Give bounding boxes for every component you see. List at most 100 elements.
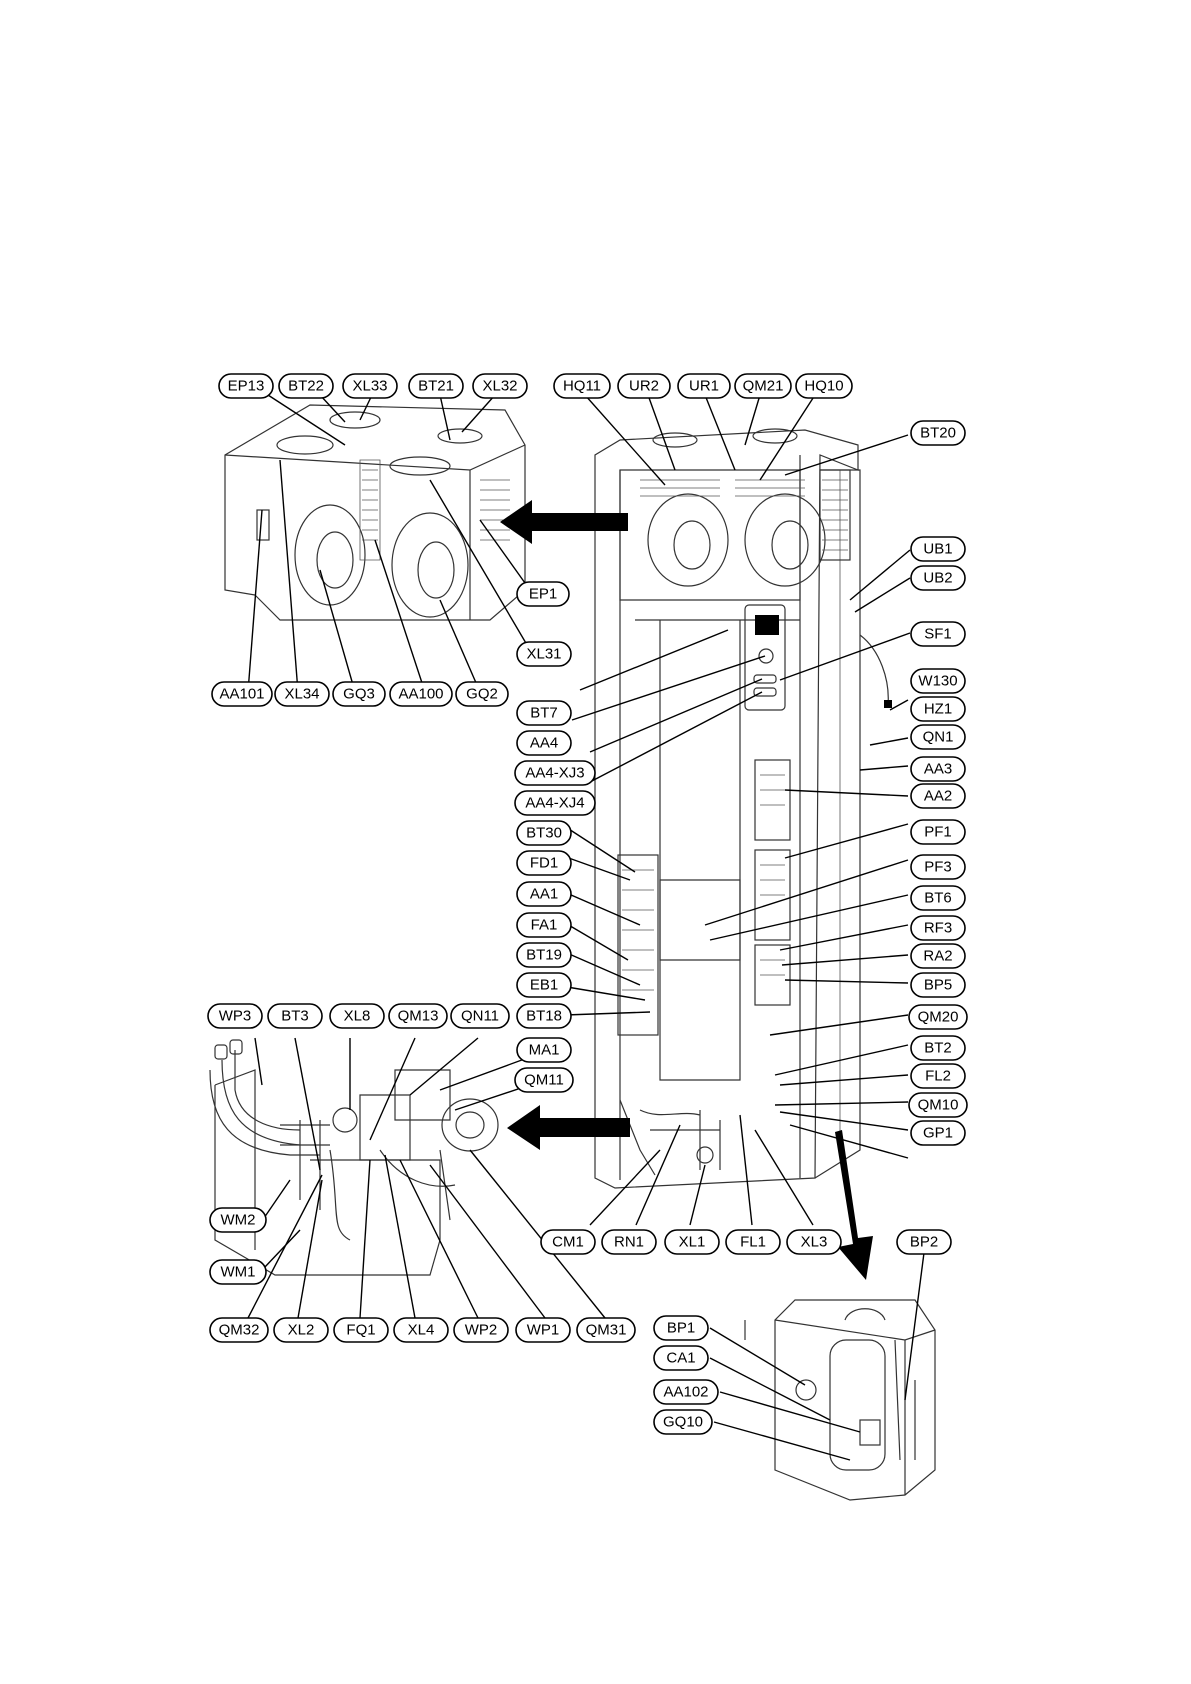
label-BT6: BT6 xyxy=(910,885,966,911)
label-FL1-text: FL1 xyxy=(740,1234,766,1251)
label-AA4-XJ3-text: AA4-XJ3 xyxy=(525,765,584,782)
label-CM1-text: CM1 xyxy=(552,1234,584,1251)
label-RA2-text: RA2 xyxy=(923,948,952,965)
label-CM1: CM1 xyxy=(540,1229,596,1255)
label-QN11-text: QN11 xyxy=(461,1008,499,1025)
label-AA101: AA101 xyxy=(211,681,273,707)
label-RA2: RA2 xyxy=(910,943,966,969)
label-SF1: SF1 xyxy=(910,621,966,647)
label-XL34-text: XL34 xyxy=(284,686,319,703)
label-XL4-text: XL4 xyxy=(408,1322,435,1339)
label-WP2-text: WP2 xyxy=(465,1322,498,1339)
label-UB1-text: UB1 xyxy=(923,541,952,558)
label-PF1-text: PF1 xyxy=(924,824,952,841)
label-EP13: EP13 xyxy=(218,373,274,399)
label-HQ11-text: HQ11 xyxy=(563,378,601,395)
label-XL4: XL4 xyxy=(393,1317,449,1343)
leader-lines xyxy=(247,394,926,1461)
label-QN1: QN1 xyxy=(910,724,966,750)
label-CA1-text: CA1 xyxy=(666,1350,695,1367)
label-QM31-text: QM31 xyxy=(586,1322,627,1339)
label-FQ1-text: FQ1 xyxy=(346,1322,375,1339)
label-UR2: UR2 xyxy=(617,373,671,399)
label-SF1-text: SF1 xyxy=(924,626,952,643)
label-QM32-text: QM32 xyxy=(219,1322,260,1339)
label-AA4-text: AA4 xyxy=(530,735,558,752)
label-QM11-text: QM11 xyxy=(524,1072,564,1089)
label-BT30-text: BT30 xyxy=(526,825,562,842)
label-FQ1: FQ1 xyxy=(333,1317,389,1343)
label-XL33: XL33 xyxy=(342,373,398,399)
label-GQ2: GQ2 xyxy=(455,681,509,707)
label-BT6-text: BT6 xyxy=(924,890,952,907)
label-XL8-text: XL8 xyxy=(344,1008,371,1025)
label-BT21: BT21 xyxy=(408,373,464,399)
label-BT19-text: BT19 xyxy=(526,947,562,964)
label-AA1-text: AA1 xyxy=(530,886,558,903)
label-QM32: QM32 xyxy=(209,1317,269,1343)
label-RN1: RN1 xyxy=(601,1229,657,1255)
label-XL34: XL34 xyxy=(274,681,330,707)
label-XL31-text: XL31 xyxy=(526,646,561,663)
label-BT22-text: BT22 xyxy=(288,378,324,395)
arrow-to-top-inset xyxy=(500,500,628,544)
label-HZ1-text: HZ1 xyxy=(924,701,952,718)
label-XL1-text: XL1 xyxy=(679,1234,706,1251)
label-BP1-text: BP1 xyxy=(667,1320,695,1337)
arrow-to-bottom-inset xyxy=(507,1105,630,1150)
label-AA4-XJ4: AA4-XJ4 xyxy=(514,790,596,816)
label-HQ10: HQ10 xyxy=(795,373,853,399)
label-QM13: QM13 xyxy=(388,1003,448,1029)
label-BT19: BT19 xyxy=(516,942,572,968)
label-EP1: EP1 xyxy=(516,581,570,607)
label-AA3: AA3 xyxy=(910,756,966,782)
label-GQ3-text: GQ3 xyxy=(343,686,375,703)
label-PF1: PF1 xyxy=(910,819,966,845)
label-BT3: BT3 xyxy=(267,1003,323,1029)
label-QM21-text: QM21 xyxy=(743,378,784,395)
label-FA1: FA1 xyxy=(516,912,572,938)
label-HZ1: HZ1 xyxy=(910,696,966,722)
label-FL2-text: FL2 xyxy=(925,1068,951,1085)
label-QN1-text: QN1 xyxy=(923,729,954,746)
label-BT18: BT18 xyxy=(516,1003,572,1029)
label-WP1: WP1 xyxy=(515,1317,571,1343)
label-GP1-text: GP1 xyxy=(923,1125,953,1142)
hydraulic-inset-drawing xyxy=(209,1039,499,1276)
label-EP1-text: EP1 xyxy=(529,586,557,603)
label-UB2: UB2 xyxy=(910,565,966,591)
label-BT21-text: BT21 xyxy=(418,378,454,395)
label-RF3-text: RF3 xyxy=(924,920,952,937)
label-BP2-text: BP2 xyxy=(910,1234,938,1251)
label-XL3: XL3 xyxy=(786,1229,842,1255)
label-BP1: BP1 xyxy=(653,1315,709,1341)
label-XL31: XL31 xyxy=(516,641,572,667)
label-BT20: BT20 xyxy=(910,420,966,446)
label-W130-text: W130 xyxy=(918,673,957,690)
label-BP2: BP2 xyxy=(896,1229,952,1255)
label-BT2-text: BT2 xyxy=(924,1040,952,1057)
label-HQ10-text: HQ10 xyxy=(804,378,843,395)
label-BT7: BT7 xyxy=(516,700,572,726)
label-EB1-text: EB1 xyxy=(530,977,558,994)
label-QM10: QM10 xyxy=(908,1092,968,1118)
label-XL2: XL2 xyxy=(273,1317,329,1343)
label-QM11: QM11 xyxy=(514,1067,574,1093)
label-BT30: BT30 xyxy=(516,820,572,846)
label-BT20-text: BT20 xyxy=(920,425,956,442)
label-UR1: UR1 xyxy=(677,373,731,399)
label-GP1: GP1 xyxy=(910,1120,966,1146)
label-AA3-text: AA3 xyxy=(924,761,952,778)
label-QN11: QN11 xyxy=(450,1003,510,1029)
label-WM1: WM1 xyxy=(209,1259,267,1285)
label-QM21: QM21 xyxy=(734,373,792,399)
label-XL32: XL32 xyxy=(472,373,528,399)
label-XL2-text: XL2 xyxy=(288,1322,315,1339)
label-WP3: WP3 xyxy=(207,1003,263,1029)
label-AA4: AA4 xyxy=(516,730,572,756)
label-FL2: FL2 xyxy=(910,1063,966,1089)
label-AA4-XJ4-text: AA4-XJ4 xyxy=(525,795,584,812)
ventilation-inset-drawing xyxy=(224,404,526,621)
label-QM13-text: QM13 xyxy=(398,1008,439,1025)
